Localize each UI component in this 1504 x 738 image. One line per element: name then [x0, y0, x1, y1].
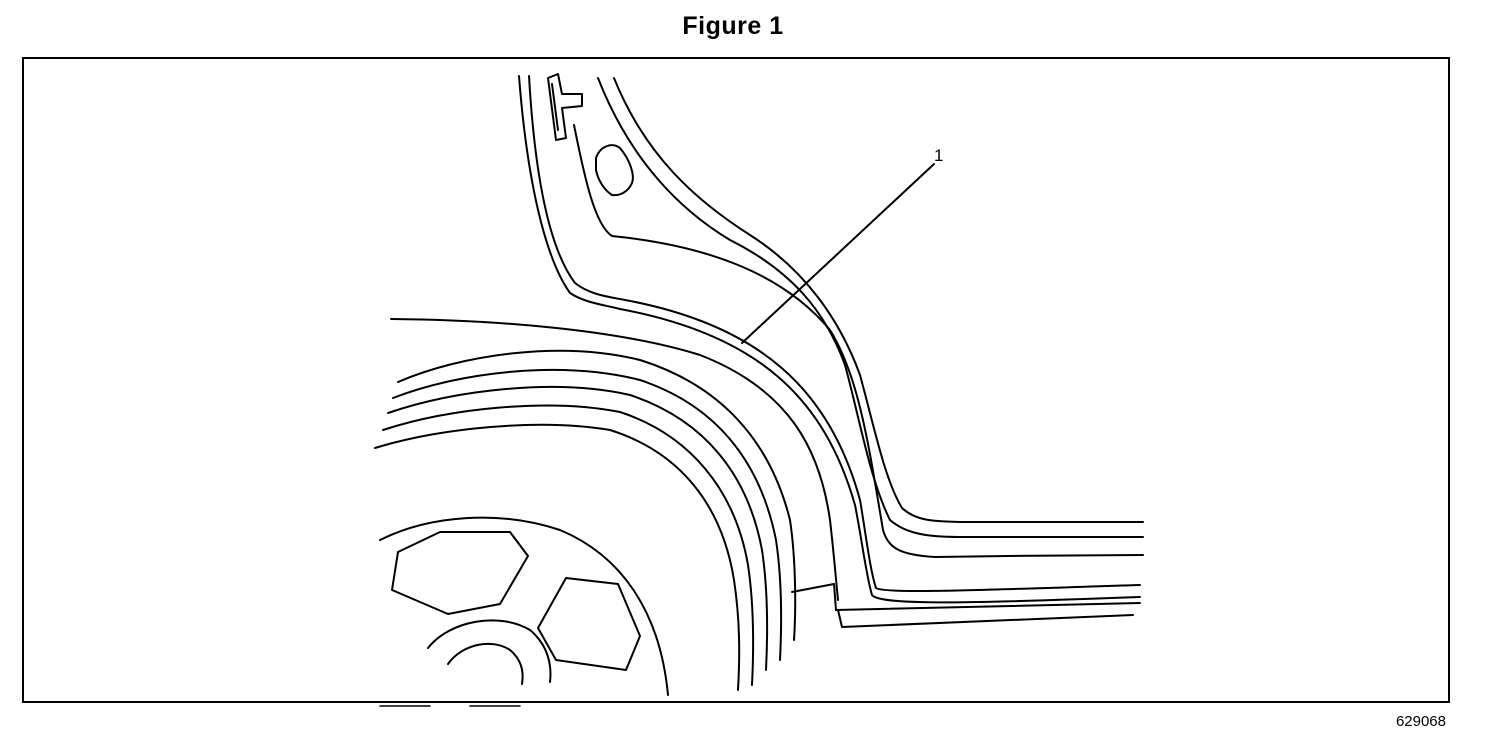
wheel-opening-arches: [374, 318, 839, 691]
callout-label: 1: [934, 146, 943, 165]
pillar-outer-lines: [518, 75, 1141, 604]
figure-title: Figure 1: [682, 12, 784, 40]
rocker-panel-lines: [791, 583, 1141, 628]
diagram-frame: [22, 57, 1450, 703]
callout-1: 1: [741, 146, 943, 344]
pillar-access-hole: [595, 144, 634, 197]
callout-leader-line: [741, 163, 935, 344]
pillar-bracket: [547, 73, 583, 141]
figure-id: 629068: [1395, 713, 1446, 730]
pillar-inner-lines: [573, 77, 1144, 558]
wheel: [379, 516, 669, 696]
